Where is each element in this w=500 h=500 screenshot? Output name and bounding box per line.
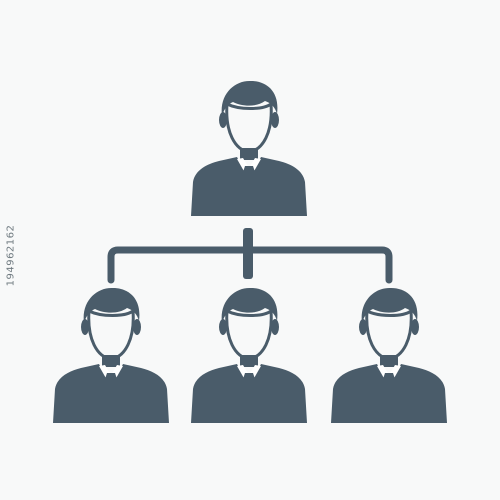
org-chart-connector <box>107 228 393 284</box>
businessman-icon-subordinate-center <box>189 286 309 425</box>
watermark-id: 194962162 <box>5 224 17 287</box>
businessman-icon-subordinate-right <box>329 286 449 425</box>
businessman-icon-manager <box>189 79 309 218</box>
connector-horizontal-bar <box>107 246 393 284</box>
businessman-icon-subordinate-left <box>51 286 171 425</box>
